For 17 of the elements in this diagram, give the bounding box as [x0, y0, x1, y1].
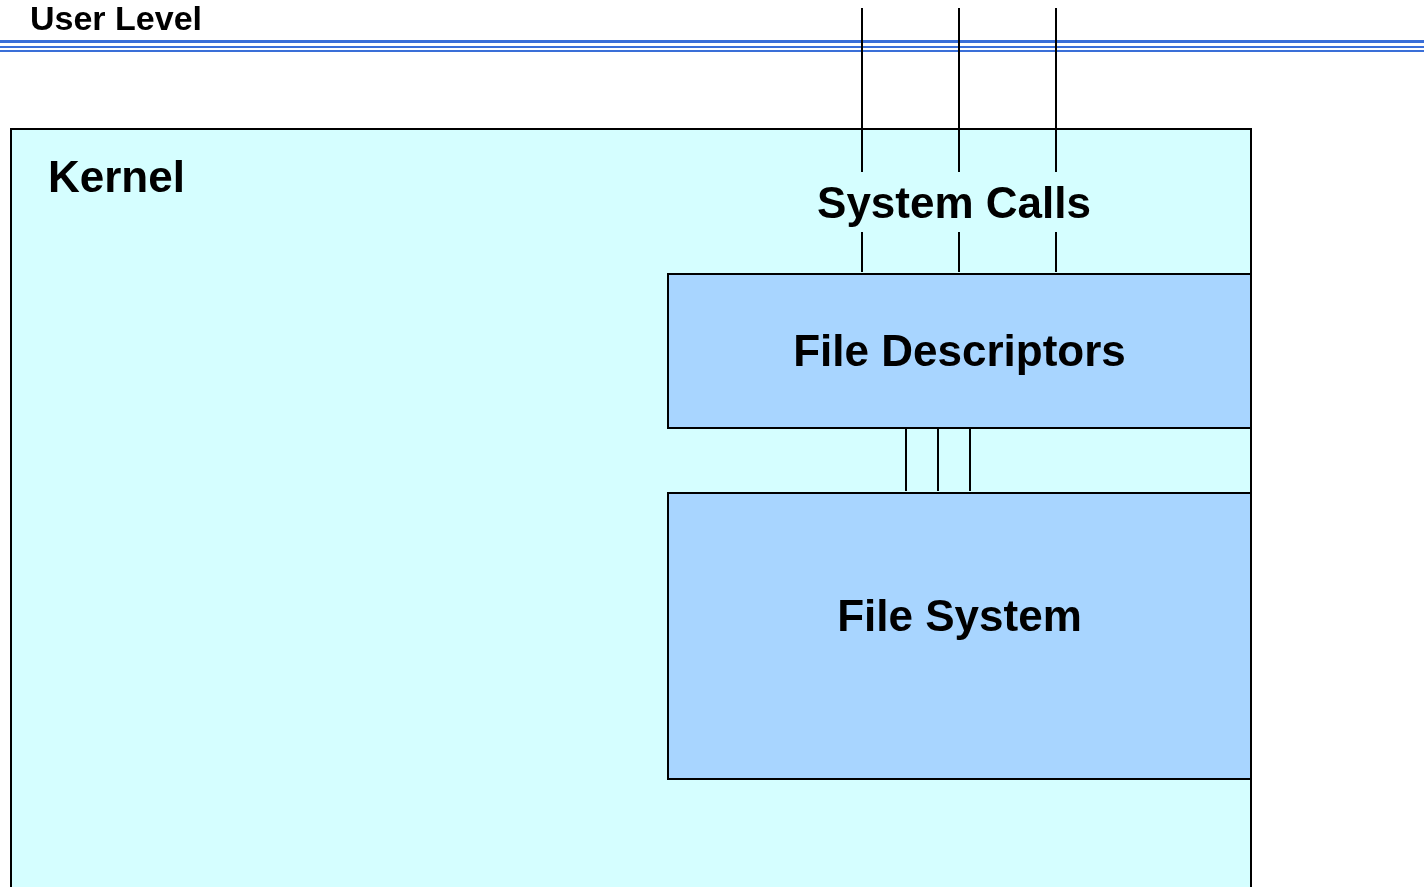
connector-line — [958, 7, 960, 173]
connector-line — [969, 427, 971, 492]
connector-line — [1055, 7, 1057, 173]
connector-line — [958, 231, 960, 273]
connector-line — [1055, 231, 1057, 273]
connector-line — [905, 427, 907, 492]
layer-box — [667, 492, 1252, 780]
connector-line — [937, 427, 939, 492]
kernel-panel — [10, 128, 1252, 887]
connector-line — [861, 231, 863, 273]
panel-title: Kernel — [48, 152, 185, 202]
connector-line — [861, 7, 863, 173]
layer-box — [667, 273, 1252, 429]
box-label: File System — [837, 591, 1082, 641]
level-label: User Level — [30, 0, 202, 36]
box-label: File Descriptors — [793, 326, 1126, 376]
layer-label: System Calls — [817, 178, 1091, 228]
